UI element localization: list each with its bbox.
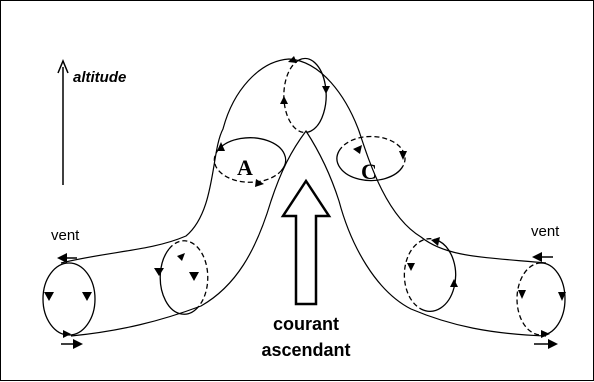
wind-right-label: vent [531,223,560,240]
vortex-right-middle [403,237,458,312]
updraft-arrow [280,178,332,306]
vortex-c-label: C [361,159,377,184]
vortex-left-end [42,262,96,338]
updraft-label-line2: ascendant [261,340,350,360]
vortex-a: A [213,137,287,187]
altitude-arrowhead [57,59,69,74]
vortex-a-label: A [237,155,253,180]
vortex-left-middle [154,240,209,315]
altitude-axis: altitude [57,59,126,185]
wind-right-arrows: vent [531,223,560,349]
vortex-right-end [516,262,566,338]
vortex-top [280,56,330,134]
flow-tube-top-outline [60,58,547,264]
updraft-label-line1: courant [273,314,339,334]
vortex-c: C [336,135,407,184]
flow-tube-bottom-outline [70,129,547,337]
wind-left-arrows: vent [51,227,83,349]
wind-left-label: vent [51,227,80,244]
altitude-label: altitude [73,69,126,86]
